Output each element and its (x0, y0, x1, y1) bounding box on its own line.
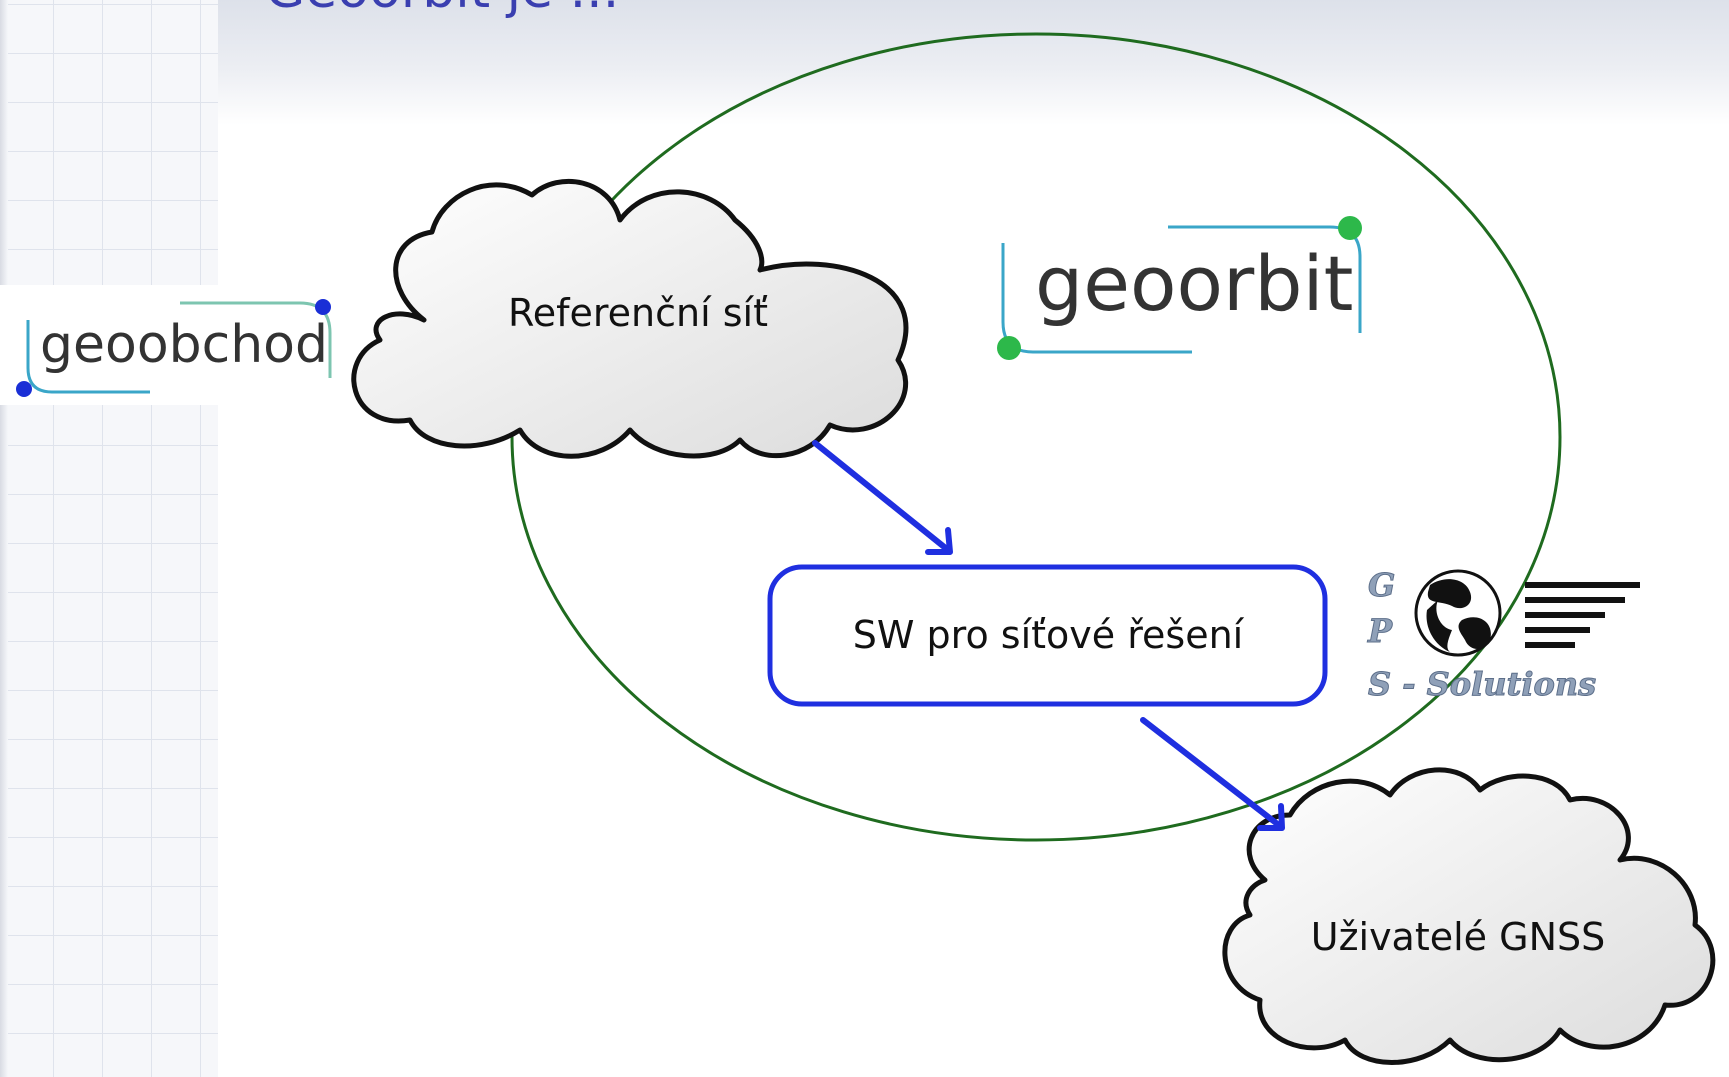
reference-network-label: Referenční síť (508, 291, 768, 335)
geoorbit-logo-text: geoorbit (1035, 239, 1353, 328)
geoobchod-dot-top (315, 299, 331, 315)
arrow-cloud-to-box (812, 440, 953, 555)
reference-network-cloud: Referenční síť (351, 178, 909, 459)
gnss-users-label: Uživatelé GNSS (1311, 915, 1606, 959)
gps-solutions-logo: G P S - Solutions (1367, 566, 1640, 704)
arrow-box-to-users (1140, 717, 1285, 831)
gps-solutions-text: S - Solutions (1368, 665, 1596, 703)
gnss-users-cloud: Uživatelé GNSS (1222, 767, 1716, 1065)
gps-letter-p: P (1367, 612, 1393, 650)
sidebar-edge (0, 0, 8, 1077)
globe-icon (1414, 569, 1502, 657)
geoorbit-dot-bottom (997, 336, 1021, 360)
geoobchod-logo: geoobchod (0, 285, 340, 405)
header-band (218, 0, 1729, 125)
geoobchod-dot-bottom (16, 381, 32, 397)
gps-letter-g: G (1368, 566, 1395, 604)
geoorbit-logo: geoorbit (997, 216, 1362, 360)
network-software-box: SW pro síťové řešení (767, 564, 1328, 707)
text-lines-icon (1525, 582, 1640, 648)
sidebar-grid-panel (0, 0, 218, 1077)
geoobchod-logo-text: geoobchod (40, 315, 328, 375)
slide-title: Geoorbit je ... (265, 0, 619, 20)
network-software-label: SW pro síťové řešení (853, 613, 1245, 657)
geoorbit-dot-top (1338, 216, 1362, 240)
